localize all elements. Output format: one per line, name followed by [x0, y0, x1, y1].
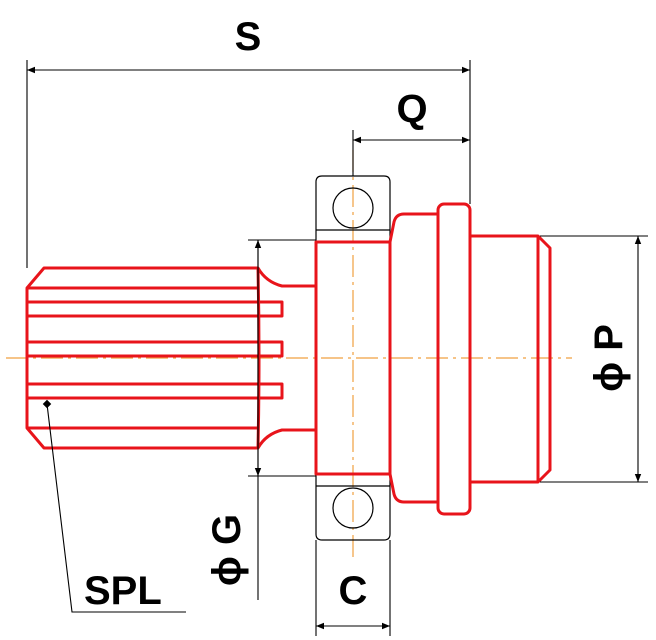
callout-leader: [46, 403, 186, 613]
shaft-outline: [25, 202, 552, 516]
spline-callout-label: SPL: [84, 569, 162, 613]
bearing-seat: [314, 240, 392, 476]
bearing-outer-top: [315, 175, 391, 243]
dimension-p-label: ϕ P: [587, 324, 631, 392]
dimension-s-label: S: [235, 15, 262, 59]
bearing-ball-top: [332, 187, 374, 229]
bearing: [315, 175, 391, 541]
spline-teeth: [27, 300, 284, 400]
dimension-c: C: [315, 540, 391, 636]
bearing-ball-bottom: [332, 487, 374, 529]
dimension-c-label: C: [339, 569, 368, 613]
spline-callout: SPL: [42, 399, 186, 613]
dimension-s: S: [26, 15, 471, 268]
dimension-g: ϕ G: [205, 239, 316, 600]
dimension-p: ϕ P: [540, 235, 648, 483]
dimension-g-label: ϕ G: [205, 514, 249, 586]
dimension-q: Q: [352, 87, 470, 176]
dimension-q-label: Q: [396, 87, 427, 131]
pilot: [470, 234, 552, 484]
bearing-outer-bottom: [315, 473, 391, 541]
flange-collar: [436, 202, 472, 516]
